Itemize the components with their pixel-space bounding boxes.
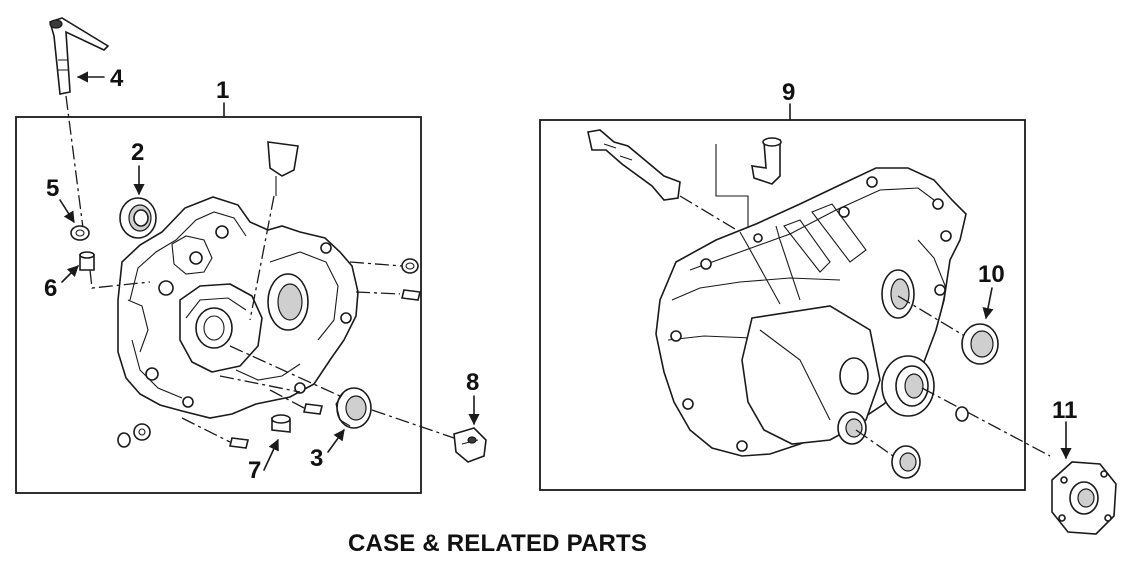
bracket-top xyxy=(587,129,741,233)
callout-8: 8 xyxy=(466,369,479,396)
callout-9: 9 xyxy=(782,79,795,106)
lower-seal-right xyxy=(891,445,921,479)
callout-arrows xyxy=(59,71,1072,471)
seal-ring-part-5 xyxy=(70,225,90,241)
left-assembly-box xyxy=(15,102,422,494)
callout-1: 1 xyxy=(216,77,229,104)
sensor-top-left xyxy=(249,141,299,321)
callout-11: 11 xyxy=(1052,397,1077,424)
sleeve-part-7 xyxy=(271,414,291,433)
callout-4: 4 xyxy=(110,65,124,92)
callout-5: 5 xyxy=(46,175,59,202)
cover-plate-part-11 xyxy=(1051,461,1117,535)
transaxle-case-part-9 xyxy=(655,167,967,457)
right-assembly-box xyxy=(539,103,1026,491)
large-oil-seal-part-2 xyxy=(119,197,157,239)
shift-shaft-part-4 xyxy=(49,17,110,95)
seal-part-10 xyxy=(961,323,999,365)
callout-2: 2 xyxy=(131,139,144,166)
bushing-part-6 xyxy=(79,251,95,271)
callout-6: 6 xyxy=(44,275,57,302)
speed-gear-part-8 xyxy=(453,427,487,463)
diagram-caption: CASE & RELATED PARTS xyxy=(348,530,648,557)
callout-3: 3 xyxy=(310,445,323,472)
breather-elbow xyxy=(715,137,782,240)
o-ring-small xyxy=(955,406,969,422)
callout-10: 10 xyxy=(978,261,1005,288)
axle-seal-part-3 xyxy=(335,387,372,429)
dowel-pins-left xyxy=(117,258,421,449)
callout-7: 7 xyxy=(248,457,261,484)
clutch-housing-case-part-1 xyxy=(117,196,359,419)
